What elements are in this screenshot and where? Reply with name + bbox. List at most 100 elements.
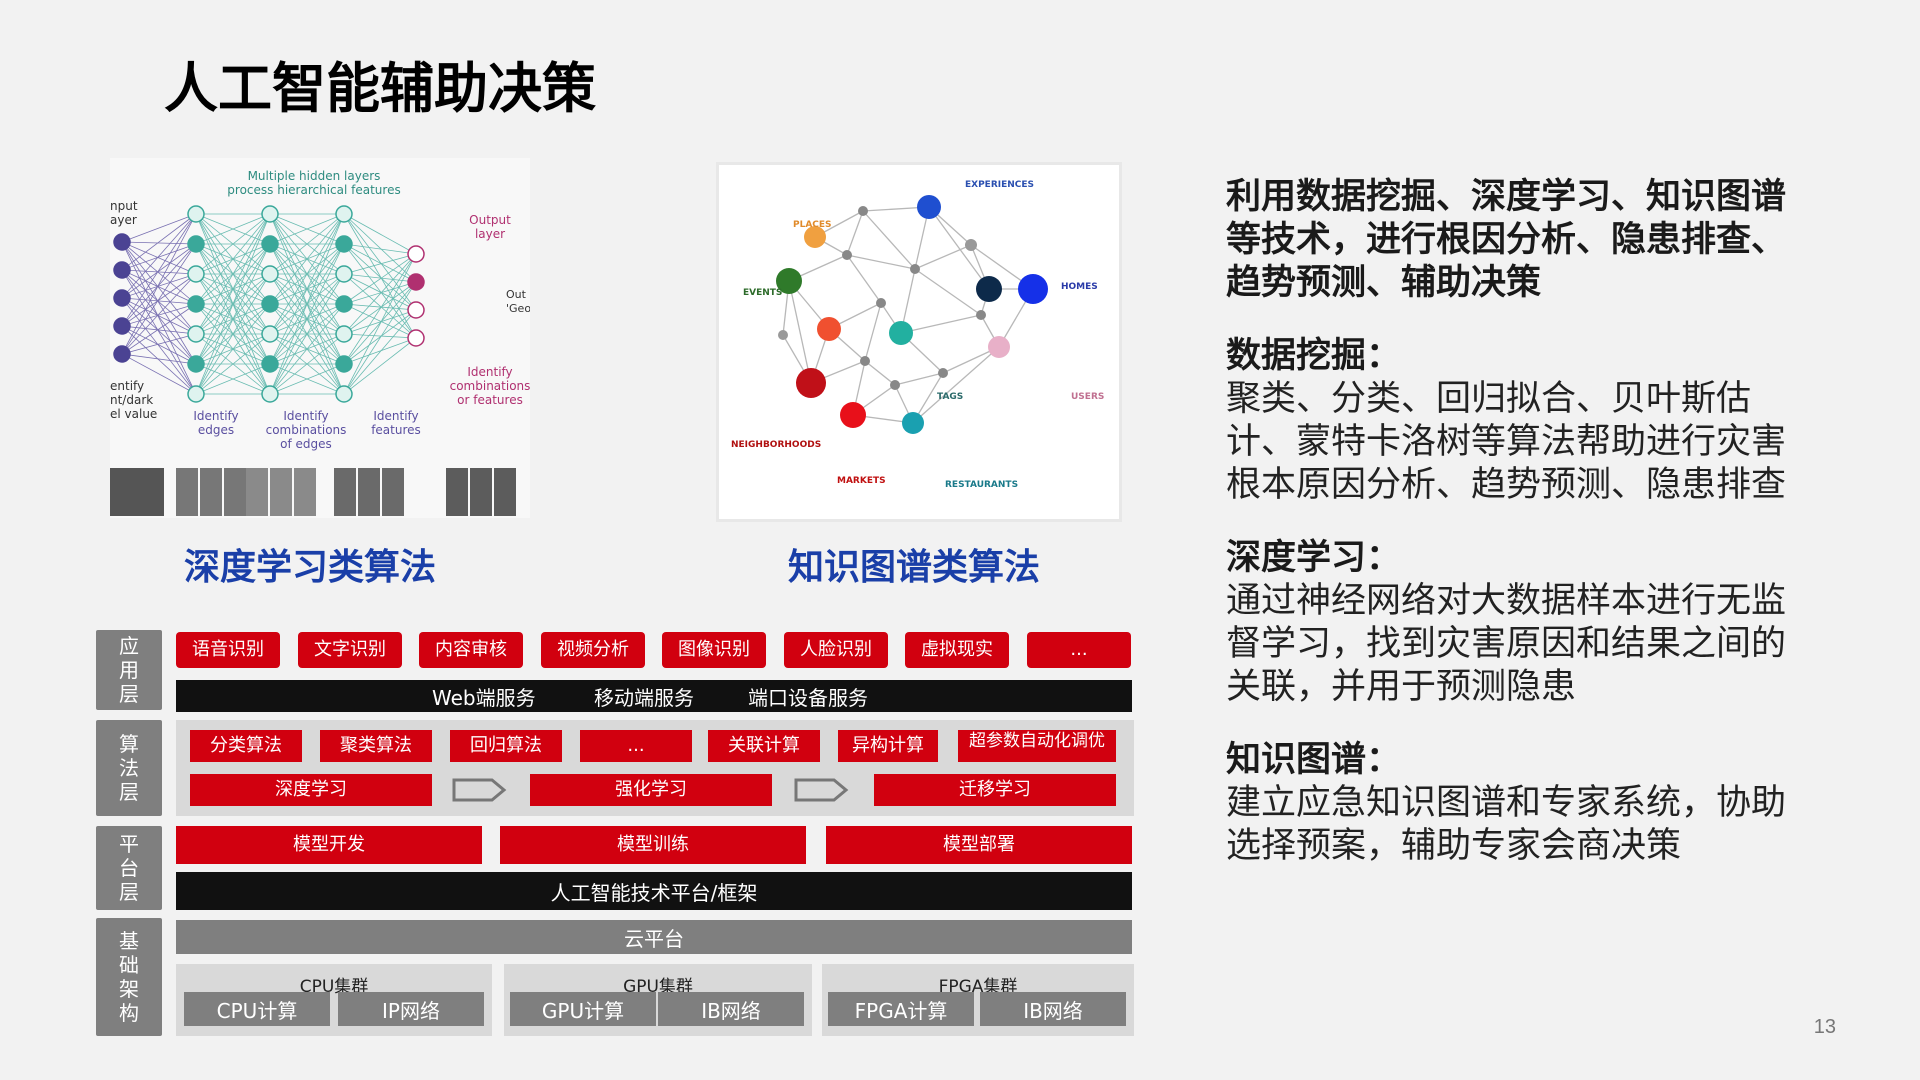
kg-node <box>776 268 802 294</box>
nn-hidden-node <box>335 265 353 283</box>
kg-label-tags: TAGS <box>937 392 963 402</box>
nn-output-node <box>407 273 425 291</box>
kg-node <box>778 330 788 340</box>
nn-feat-label: Identify <box>373 409 418 423</box>
cpu-compute[interactable]: CPU计算 <box>184 992 330 1026</box>
app-layer-char: 层 <box>119 682 139 706</box>
algo-layer-label: 算 法 层 <box>96 720 162 816</box>
kg-node <box>817 317 841 341</box>
fpga-compute[interactable]: FPGA计算 <box>828 992 974 1026</box>
nn-hidden-node <box>335 325 353 343</box>
infra-layer-char: 构 <box>119 1001 139 1025</box>
infra-layer-char: 架 <box>119 977 139 1001</box>
app-btn-speech[interactable]: 语音识别 <box>176 632 280 668</box>
nn-input-node <box>113 233 131 251</box>
infra-layer-char: 础 <box>119 953 139 977</box>
nn-hidden-node <box>187 235 205 253</box>
nn-edges-label: Identify <box>193 409 238 423</box>
platform-layer-char: 台 <box>119 856 139 880</box>
kg-label-markets: MARKETS <box>837 476 886 486</box>
nn-hidden-node <box>261 295 279 313</box>
nn-hidden-node <box>335 355 353 373</box>
app-btn-content-review[interactable]: 内容审核 <box>419 632 523 668</box>
nn-edges-label-2: edges <box>198 423 234 437</box>
algo-btn-association[interactable]: 关联计算 <box>708 730 820 762</box>
kg-node <box>988 336 1010 358</box>
platform-btn-dev[interactable]: 模型开发 <box>176 826 482 864</box>
kg-node <box>842 250 852 260</box>
service-device: 端口设备服务 <box>748 685 868 710</box>
kg-node <box>910 264 920 274</box>
nn-out-right-2: 'Geo <box>506 302 530 315</box>
feature-thumbnail <box>110 468 164 516</box>
algo-btn-deep-learning[interactable]: 深度学习 <box>190 774 432 806</box>
ai-platform-bar: 人工智能技术平台/框架 <box>176 872 1132 910</box>
nn-left-label-1: entify <box>110 379 144 393</box>
nn-output-label-2: layer <box>475 227 505 241</box>
service-mobile: 移动端服务 <box>594 685 694 710</box>
app-btn-video[interactable]: 视频分析 <box>541 632 645 668</box>
app-btn-image[interactable]: 图像识别 <box>662 632 766 668</box>
platform-btn-deploy[interactable]: 模型部署 <box>826 826 1132 864</box>
app-btn-more[interactable]: ... <box>1027 632 1131 668</box>
nn-output-node <box>407 245 425 263</box>
platform-btn-train[interactable]: 模型训练 <box>500 826 806 864</box>
kg-label-neighborhoods: NEIGHBORHOODS <box>731 440 821 450</box>
kg-node <box>965 239 977 251</box>
cpu-ip-network[interactable]: IP网络 <box>338 992 484 1026</box>
app-btn-face[interactable]: 人脸识别 <box>784 632 888 668</box>
algo-btn-hyperparam[interactable]: 超参数自动化调优 <box>958 730 1116 762</box>
knowledge-graph-diagram: EXPERIENCES PLACES EVENTS HOMES TAGS USE… <box>731 180 1104 490</box>
deep-learning-caption: 深度学习类算法 <box>184 547 437 588</box>
app-btn-text[interactable]: 文字识别 <box>298 632 402 668</box>
algo-btn-reinforcement[interactable]: 强化学习 <box>530 774 772 806</box>
algo-btn-transfer[interactable]: 迁移学习 <box>874 774 1116 806</box>
section-heading-data-mining: 数据挖掘： <box>1226 336 1402 376</box>
app-layer-char: 应 <box>119 634 139 658</box>
kg-label-places: PLACES <box>793 220 832 230</box>
knowledge-graph-caption: 知识图谱类算法 <box>788 547 1041 588</box>
arrow-right-icon <box>794 778 849 802</box>
algo-btn-classification[interactable]: 分类算法 <box>190 730 302 762</box>
kg-node <box>976 310 986 320</box>
nn-input-node <box>113 261 131 279</box>
nn-identify-comb-label-3: or features <box>457 393 523 407</box>
gpu-ib-network[interactable]: IB网络 <box>658 992 804 1026</box>
app-layer-label: 应 用 层 <box>96 630 162 710</box>
service-web: Web端服务 <box>432 685 536 710</box>
kg-node <box>860 356 870 366</box>
platform-layer-char: 平 <box>119 832 139 856</box>
nn-output-label: Output <box>469 213 511 227</box>
kg-node <box>858 206 868 216</box>
section-body-data-mining: 聚类、分类、回归拟合、贝叶斯估计、蒙特卡洛树等算法帮助进行灾害根本原因分析、趋势… <box>1226 379 1787 505</box>
gpu-compute[interactable]: GPU计算 <box>510 992 656 1026</box>
kg-label-experiences: EXPERIENCES <box>965 180 1034 190</box>
knowledge-graph-image: EXPERIENCES PLACES EVENTS HOMES TAGS USE… <box>716 162 1122 522</box>
kg-node <box>902 412 924 434</box>
nn-output-node <box>407 329 425 347</box>
feature-thumbnail <box>246 468 316 516</box>
nn-hidden-node <box>261 355 279 373</box>
deep-learning-image: Multiple hidden layers process hierarchi… <box>110 158 530 518</box>
nn-hidden-node <box>261 235 279 253</box>
kg-label-restaurants: RESTAURANTS <box>945 480 1018 490</box>
nn-hidden-node <box>187 355 205 373</box>
cloud-platform-bar: 云平台 <box>176 920 1132 954</box>
algo-btn-clustering[interactable]: 聚类算法 <box>320 730 432 762</box>
algo-btn-regression[interactable]: 回归算法 <box>450 730 562 762</box>
nn-hidden-node <box>261 205 279 223</box>
kg-label-events: EVENTS <box>743 288 782 298</box>
app-btn-vr[interactable]: 虚拟现实 <box>905 632 1009 668</box>
algo-layer-char: 法 <box>119 756 139 780</box>
fpga-ib-network[interactable]: IB网络 <box>980 992 1126 1026</box>
algo-btn-heterogeneous[interactable]: 异构计算 <box>838 730 938 762</box>
kg-node <box>1018 274 1048 304</box>
algo-btn-more[interactable]: ... <box>580 730 692 762</box>
feature-thumbnail <box>176 468 246 516</box>
nn-hidden-node <box>187 295 205 313</box>
page-number: 13 <box>1813 1016 1836 1038</box>
app-layer-char: 用 <box>119 658 139 682</box>
infra-layer-char: 基 <box>119 929 139 953</box>
section-body-knowledge-graph: 建立应急知识图谱和专家系统，协助选择预案，辅助专家会商决策 <box>1226 783 1787 866</box>
nn-output-node <box>407 301 425 319</box>
